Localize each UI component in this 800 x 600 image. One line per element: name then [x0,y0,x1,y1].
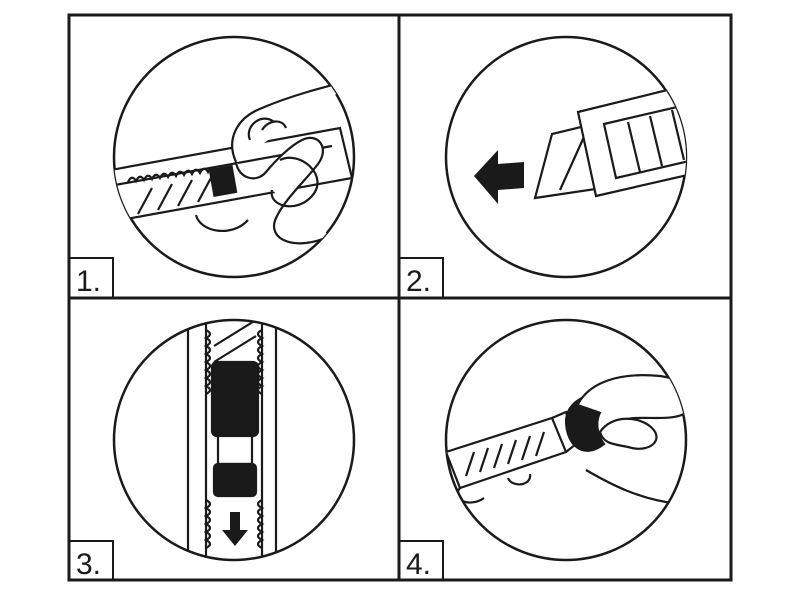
label-box [68,257,114,299]
label-box [398,540,444,581]
label-box [68,540,114,581]
step-label-2: 2. [406,265,431,298]
thumb-pushing-slider-icon [114,76,354,245]
slider-arrow-down-icon [186,320,278,560]
step-label-1: 1. [76,265,101,298]
panel-step-1: 1. [68,35,356,299]
panel-step-4: 4. [398,318,688,581]
step-label-3: 3. [76,548,101,581]
step-label-4: 4. [406,548,431,581]
panel-step-2: 2. [398,35,688,299]
label-box [398,257,444,299]
blade-snap-with-pliers-icon [446,374,686,506]
panel-step-3: 3. [68,318,356,581]
